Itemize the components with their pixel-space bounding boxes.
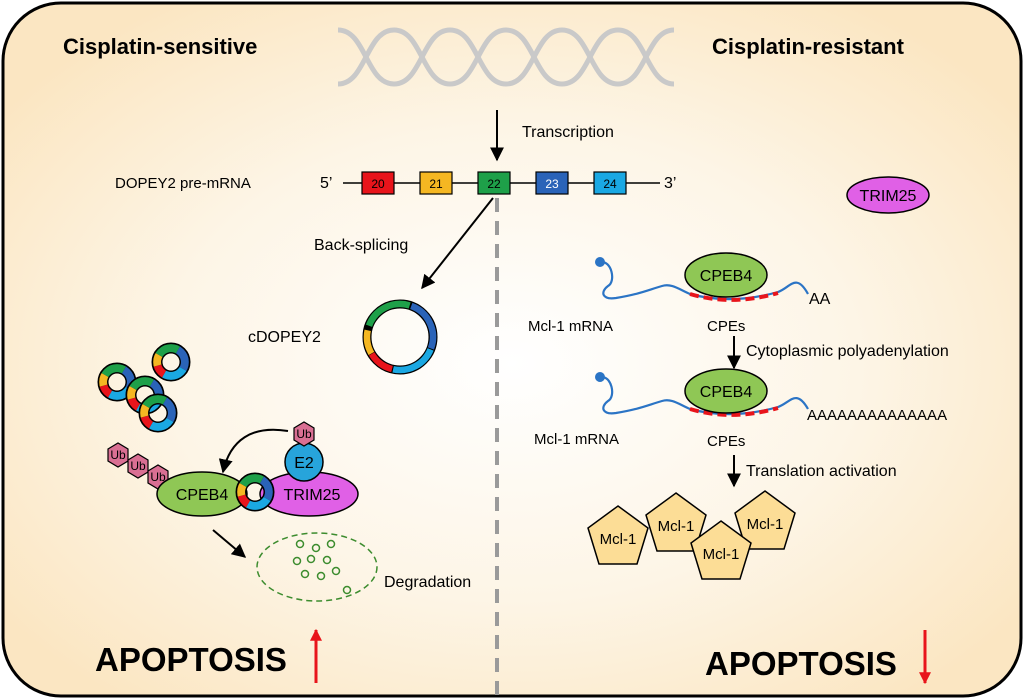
ub-label: Ub bbox=[296, 427, 312, 441]
ub-label: Ub bbox=[130, 459, 146, 473]
exon-group: 20 21 22 23 24 bbox=[361, 171, 627, 195]
mcl1-label: Mcl-1 bbox=[600, 531, 637, 548]
trim25-free-icon bbox=[846, 176, 930, 214]
back-splicing-label: Back-splicing bbox=[314, 237, 408, 254]
ubiquitination-complex: Ub Ub Ub CPEB4 TRIM25 E2 Ub bbox=[107, 421, 359, 517]
e2-label: E2 bbox=[294, 455, 314, 472]
cpeb4-bound-icon bbox=[156, 471, 248, 517]
trim25-free-label: TRIM25 bbox=[860, 188, 917, 205]
apoptosis-left-label: APOPTOSIS bbox=[95, 641, 287, 678]
mcl1-mrna-label-bottom: Mcl-1 mRNA bbox=[534, 431, 619, 448]
title-resistant: Cisplatin-resistant bbox=[712, 34, 905, 59]
mcl1-mrna-top: CPEB4 bbox=[595, 252, 809, 302]
cpeb4-label: CPEB4 bbox=[700, 384, 753, 401]
degradation-zone bbox=[256, 532, 378, 602]
dna-helix-icon bbox=[337, 27, 675, 87]
ub-label: Ub bbox=[150, 470, 166, 484]
exon-21-box bbox=[419, 171, 453, 195]
mcl1-label: Mcl-1 bbox=[747, 516, 784, 533]
mcl1-mrna-label-top: Mcl-1 mRNA bbox=[528, 318, 613, 335]
circrna-icon bbox=[362, 299, 438, 375]
cpes-label-bottom: CPEs bbox=[707, 433, 745, 450]
mcl1-label: Mcl-1 bbox=[658, 518, 695, 535]
pre-mrna-label: DOPEY2 pre-mRNA bbox=[115, 175, 251, 192]
exon-20-box bbox=[361, 171, 395, 195]
degradation-label: Degradation bbox=[384, 574, 471, 591]
degradation-arrow bbox=[212, 529, 247, 558]
cpeb4-icon bbox=[684, 252, 768, 298]
exon-22-box bbox=[477, 171, 511, 195]
mcl1-protein-cluster: Mcl-1 Mcl-1 Mcl-1 Mcl-1 bbox=[587, 490, 796, 580]
cpeb4-label: CPEB4 bbox=[700, 268, 753, 285]
exon-24-label: 24 bbox=[603, 177, 617, 191]
title-sensitive: Cisplatin-sensitive bbox=[63, 34, 257, 59]
back-splicing-arrow bbox=[421, 197, 494, 290]
transcription-label: Transcription bbox=[522, 124, 614, 141]
exon-23-label: 23 bbox=[545, 177, 559, 191]
polya-long-label: AAAAAAAAAAAAAA bbox=[807, 407, 947, 424]
mcl1-protein-icon: Mcl-1 bbox=[645, 492, 707, 552]
three-prime-label: 3’ bbox=[664, 175, 676, 192]
mcl1-protein-icon: Mcl-1 bbox=[690, 520, 752, 580]
trim25-bound-label: TRIM25 bbox=[284, 487, 341, 504]
cyto-polya-label: Cytoplasmic polyadenylation bbox=[746, 343, 949, 360]
cpeb4-icon bbox=[684, 368, 768, 414]
exon-24-box bbox=[593, 171, 627, 195]
mcl1-protein-icon: Mcl-1 bbox=[587, 505, 649, 565]
exon-22-label: 22 bbox=[487, 177, 501, 191]
exon-23-box bbox=[535, 171, 569, 195]
polya-short-label: AA bbox=[809, 291, 831, 308]
cpeb4-bound-label: CPEB4 bbox=[176, 487, 229, 504]
translation-activation-label: Translation activation bbox=[746, 463, 897, 480]
exon-21-label: 21 bbox=[429, 177, 443, 191]
five-prime-label: 5’ bbox=[320, 175, 332, 192]
mcl1-mrna-bottom: CPEB4 bbox=[595, 368, 809, 417]
peptide-fragments-icon bbox=[292, 539, 352, 595]
cpes-label-top: CPEs bbox=[707, 318, 745, 335]
ub-on-e2-icon bbox=[293, 421, 315, 447]
ub-transfer-arrow bbox=[218, 428, 289, 474]
mcl1-label: Mcl-1 bbox=[703, 546, 740, 563]
exon-20-label: 20 bbox=[371, 177, 385, 191]
apoptosis-right-label: APOPTOSIS bbox=[705, 645, 897, 682]
ub-label: Ub bbox=[110, 448, 126, 462]
circrna-label: cDOPEY2 bbox=[248, 329, 321, 346]
mcl1-protein-icon: Mcl-1 bbox=[734, 490, 796, 550]
